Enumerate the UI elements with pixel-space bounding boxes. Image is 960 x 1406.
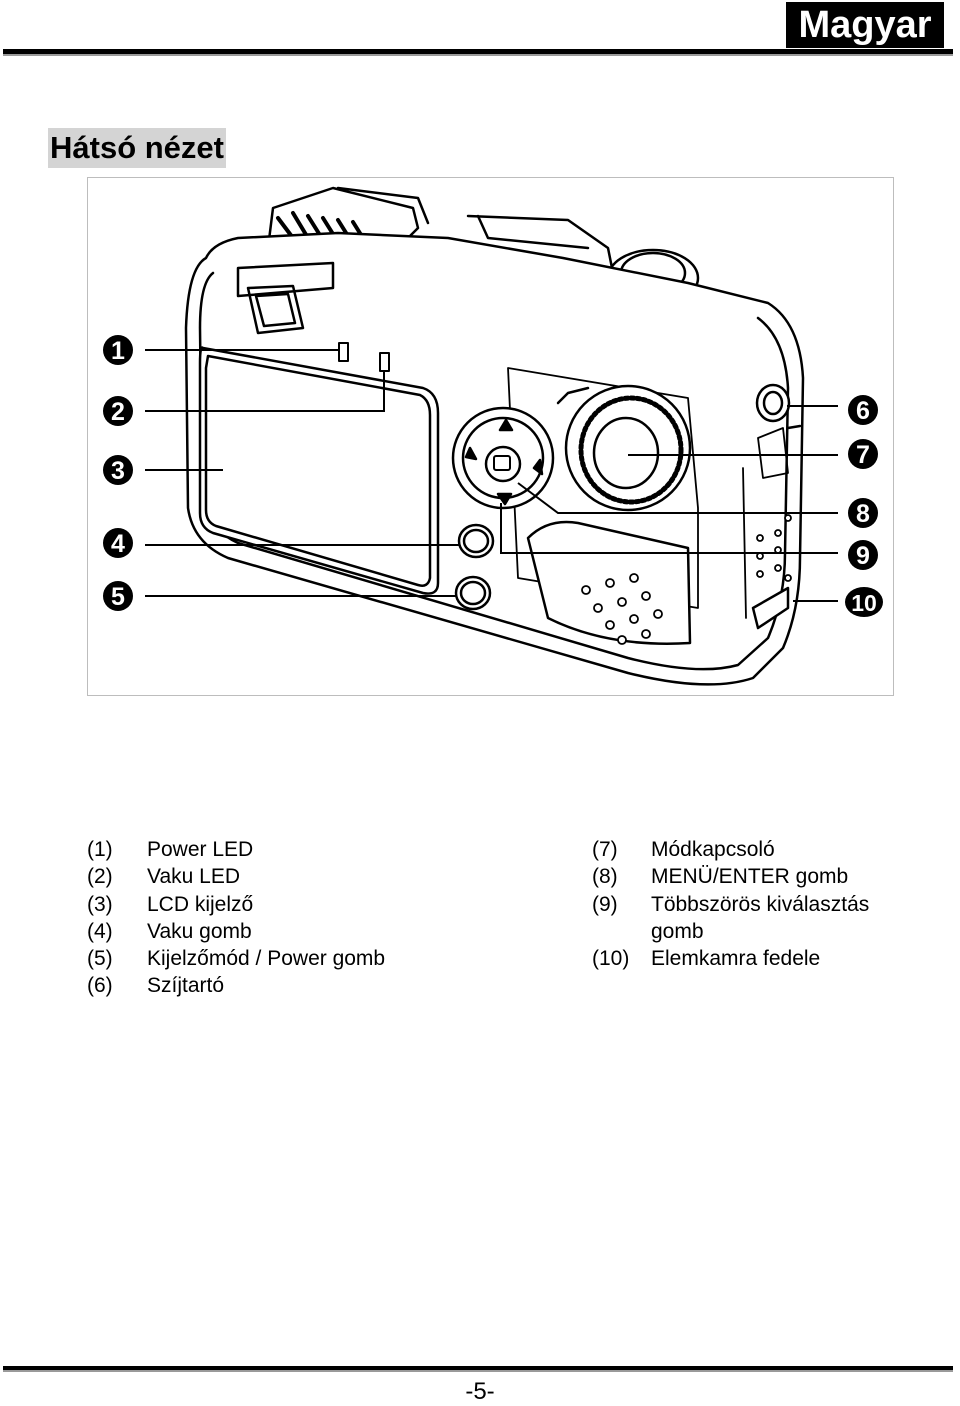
header-rule (3, 49, 953, 54)
legend-label: Vaku LED (147, 865, 240, 889)
legend-left: (1)Power LED (2)Vaku LED (3)LCD kijelző … (87, 836, 385, 1000)
callout-3: 3 (111, 457, 125, 485)
callout-6: 6 (856, 397, 870, 425)
callout-10: 10 (851, 590, 877, 616)
legend-number: (7) (592, 838, 618, 861)
legend-label: Elemkamra fedele (651, 947, 821, 971)
legend-number: (6) (87, 974, 113, 998)
header-rule-shadow (3, 54, 953, 56)
legend-number: (9) (592, 892, 618, 916)
legend-number: (1) (87, 838, 113, 861)
callout-8: 8 (856, 500, 870, 528)
page-number: -5- (465, 1378, 495, 1405)
legend-item: (3) LCD kijelző (87, 891, 385, 918)
legend-right: (7) Módkapcsoló (8) MENÜ/ENTER gomb (9) Töb… (592, 836, 869, 972)
legend-label: LCD kijelző (147, 892, 254, 916)
callout-badges: 1 2 3 4 5 6 7 8 9 10 (103, 335, 883, 617)
legend-label-continuation: gomb (651, 919, 704, 943)
callout-1: 1 (111, 337, 125, 365)
legend-item: (5) Kijelzőmód / Power gomb (87, 945, 385, 972)
legend-item: (8) MENÜ/ENTER gomb (592, 863, 869, 890)
camera-back-view-figure: 1 2 3 4 5 6 7 8 9 10 (87, 177, 894, 696)
callout-2: 2 (111, 398, 125, 426)
legend-label: Többszörös kiválasztás (651, 892, 870, 916)
legend-item: (9) Többszörös kiválasztás (592, 891, 869, 918)
callout-7: 7 (856, 441, 870, 469)
footer-rule (3, 1366, 953, 1370)
legend-item: (4) Vaku gomb (87, 918, 385, 945)
callout-4: 4 (111, 530, 125, 558)
legend-number: (8) (592, 865, 618, 889)
legend-item: (2) Vaku LED (87, 863, 385, 890)
legend-label: Power LED (147, 838, 254, 861)
legend-number: (5) (87, 947, 113, 971)
legend-label: MENÜ/ENTER gomb (651, 865, 849, 889)
legend-label: Kijelzőmód / Power gomb (147, 947, 386, 971)
legend-label: Módkapcsoló (651, 838, 775, 861)
legend-item: (6) Szíjtartó (87, 972, 385, 999)
camera-drawing: 1 2 3 4 5 6 7 8 9 10 (103, 186, 883, 686)
legend-number: (4) (87, 919, 113, 943)
legend-item: (7) Módkapcsoló (592, 836, 869, 863)
legend-item-continuation: gomb (592, 918, 869, 945)
legend-item: (10) Elemkamra fedele (592, 945, 869, 972)
section-title: Hátsó nézet (48, 128, 226, 168)
legend-item: (1) Power LED (87, 836, 385, 863)
legend-label: Szíjtartó (147, 974, 225, 998)
legend-number: (10) (592, 947, 630, 971)
callout-5: 5 (111, 583, 125, 611)
legend-number: (2) (87, 865, 113, 889)
language-badge: Magyar (786, 2, 944, 48)
callout-9: 9 (856, 542, 870, 570)
footer-rule-shadow (3, 1370, 953, 1372)
legend-label: Vaku gomb (147, 919, 252, 943)
legend-number: (3) (87, 892, 113, 916)
